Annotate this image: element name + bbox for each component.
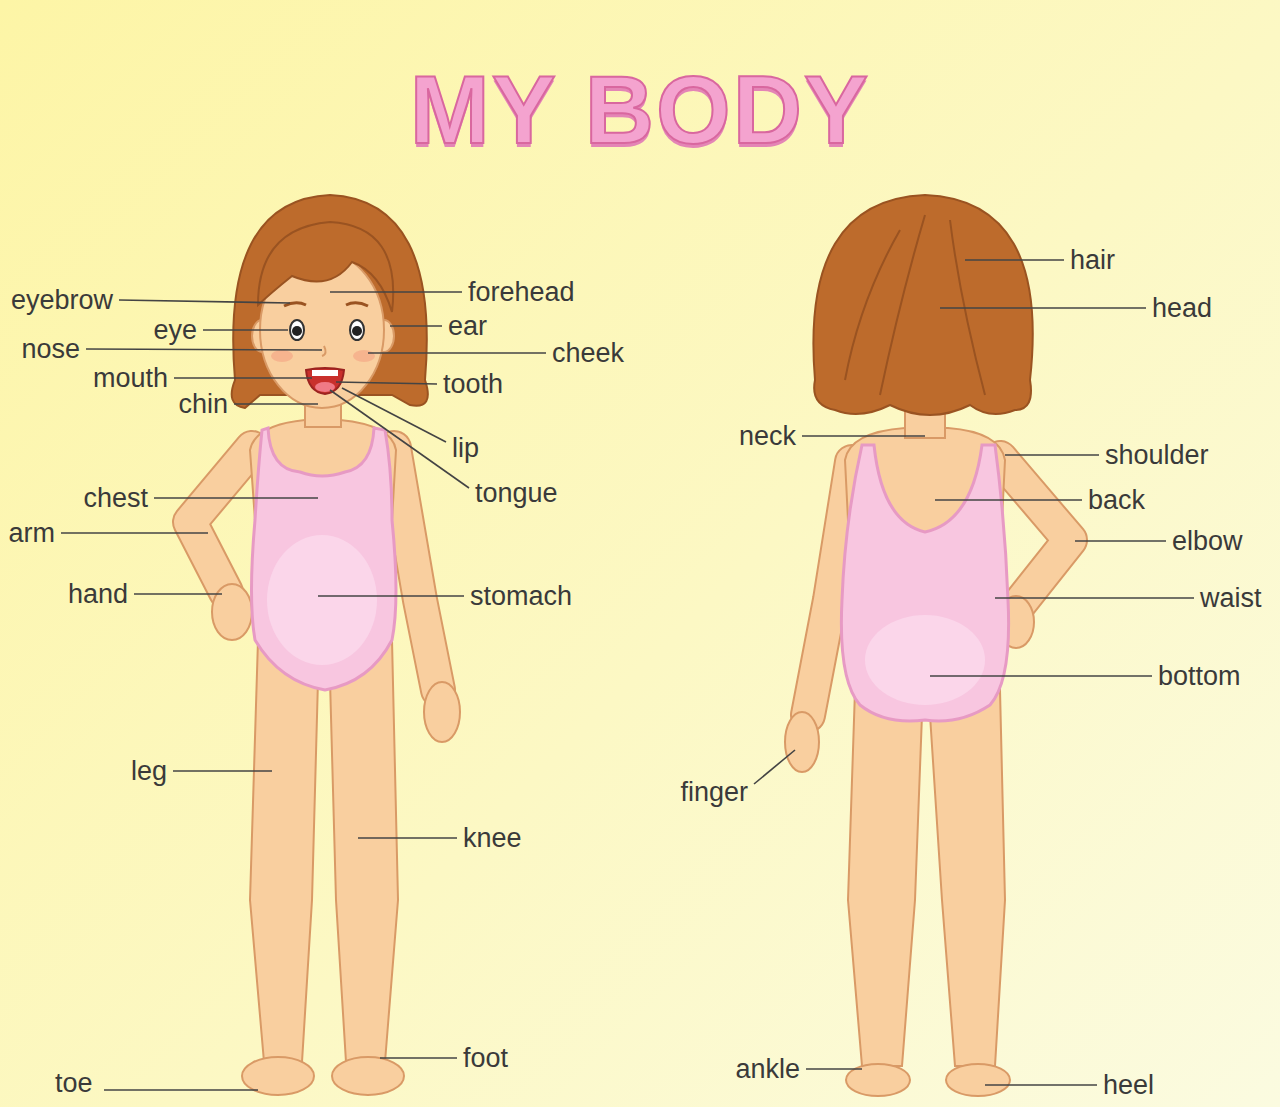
leader-line — [995, 597, 1194, 599]
hair-strands — [845, 215, 985, 395]
part-label: knee — [463, 825, 522, 852]
leader-line — [368, 352, 546, 354]
part-label: tooth — [443, 371, 503, 398]
arm-shape — [190, 448, 252, 592]
part-label: toe — [55, 1070, 93, 1097]
leader-line — [342, 388, 446, 442]
arm-shape — [1000, 458, 1070, 608]
hand-shape — [212, 584, 252, 640]
part-label: hand — [68, 581, 128, 608]
part-label: bottom — [1158, 663, 1241, 690]
leader-line — [134, 593, 222, 595]
part-label: forehead — [468, 279, 575, 306]
hair-shape — [813, 195, 1032, 415]
part-label: ear — [448, 313, 487, 340]
part-label: hair — [1070, 247, 1115, 274]
back-girl — [785, 195, 1070, 1096]
leg-shape — [250, 640, 318, 1062]
leader-line — [802, 435, 925, 437]
part-label: back — [1088, 487, 1145, 514]
leader-line — [358, 837, 457, 839]
part-label: heel — [1103, 1072, 1154, 1099]
leader-line — [61, 532, 208, 534]
part-label: leg — [131, 758, 167, 785]
arm-outline — [190, 448, 252, 592]
part-label: neck — [739, 423, 796, 450]
leader-line — [1075, 540, 1166, 542]
leader-line — [940, 307, 1146, 309]
part-label: cheek — [552, 340, 624, 367]
arm-outline — [394, 448, 438, 690]
hand-shape — [424, 682, 460, 742]
leader-line — [104, 1089, 258, 1091]
part-label: chest — [83, 485, 148, 512]
leader-line — [1005, 454, 1099, 456]
part-label: head — [1152, 295, 1212, 322]
hair-bangs — [258, 222, 393, 312]
part-label: nose — [21, 336, 80, 363]
part-label: chin — [178, 391, 228, 418]
part-label: foot — [463, 1045, 508, 1072]
part-label: lip — [452, 435, 479, 462]
eye-shape — [290, 320, 304, 340]
leader-line — [330, 291, 462, 293]
part-label: shoulder — [1105, 442, 1209, 469]
part-label: stomach — [470, 583, 572, 610]
part-label: eyebrow — [11, 287, 113, 314]
cheek-blush — [271, 350, 293, 362]
mouth-shape — [306, 368, 344, 394]
leader-lines — [61, 260, 1194, 1090]
nose-shape — [322, 346, 326, 356]
leg-shape — [330, 640, 398, 1062]
part-label: elbow — [1172, 528, 1243, 555]
leader-line — [330, 390, 469, 488]
leader-line — [203, 329, 288, 331]
hand-shape — [785, 712, 819, 772]
leader-line — [318, 595, 464, 597]
pupil — [352, 326, 362, 336]
leader-line — [174, 377, 312, 379]
part-label: finger — [680, 779, 748, 806]
swimsuit — [841, 445, 1008, 721]
swimsuit-shading — [267, 535, 377, 665]
eyebrow-shape — [346, 303, 368, 306]
teeth — [312, 370, 338, 376]
arm-outline — [1000, 458, 1070, 608]
leader-line — [806, 1068, 862, 1070]
leader-line — [754, 750, 795, 784]
part-label: ankle — [735, 1056, 800, 1083]
foot-shape — [332, 1057, 404, 1095]
arm-shape — [394, 448, 438, 690]
hair-back — [232, 195, 428, 408]
leader-line — [86, 349, 322, 350]
foot-shape — [946, 1064, 1010, 1096]
leader-line — [380, 1057, 457, 1059]
pupil — [292, 326, 302, 336]
leader-line — [935, 499, 1082, 501]
swimsuit — [252, 428, 397, 690]
leg-shape — [848, 690, 922, 1066]
leg-shape — [930, 690, 1005, 1066]
part-label: mouth — [93, 365, 168, 392]
leader-line — [173, 770, 272, 772]
leader-line — [985, 1084, 1097, 1086]
leader-line — [154, 497, 318, 499]
leader-line — [965, 259, 1064, 261]
title: MY BODY — [0, 62, 1280, 158]
cheek-blush — [353, 350, 375, 362]
part-label: tongue — [475, 480, 558, 507]
part-label: waist — [1200, 585, 1262, 612]
part-label: arm — [9, 520, 56, 547]
front-girl — [190, 195, 460, 1095]
leader-line — [390, 325, 442, 327]
leader-line — [336, 382, 437, 384]
swimsuit-shading — [865, 615, 985, 705]
eye-shape — [350, 320, 364, 340]
leader-line — [119, 300, 290, 303]
leader-line — [930, 675, 1152, 677]
part-label: eye — [153, 317, 197, 344]
leader-line — [234, 403, 318, 405]
